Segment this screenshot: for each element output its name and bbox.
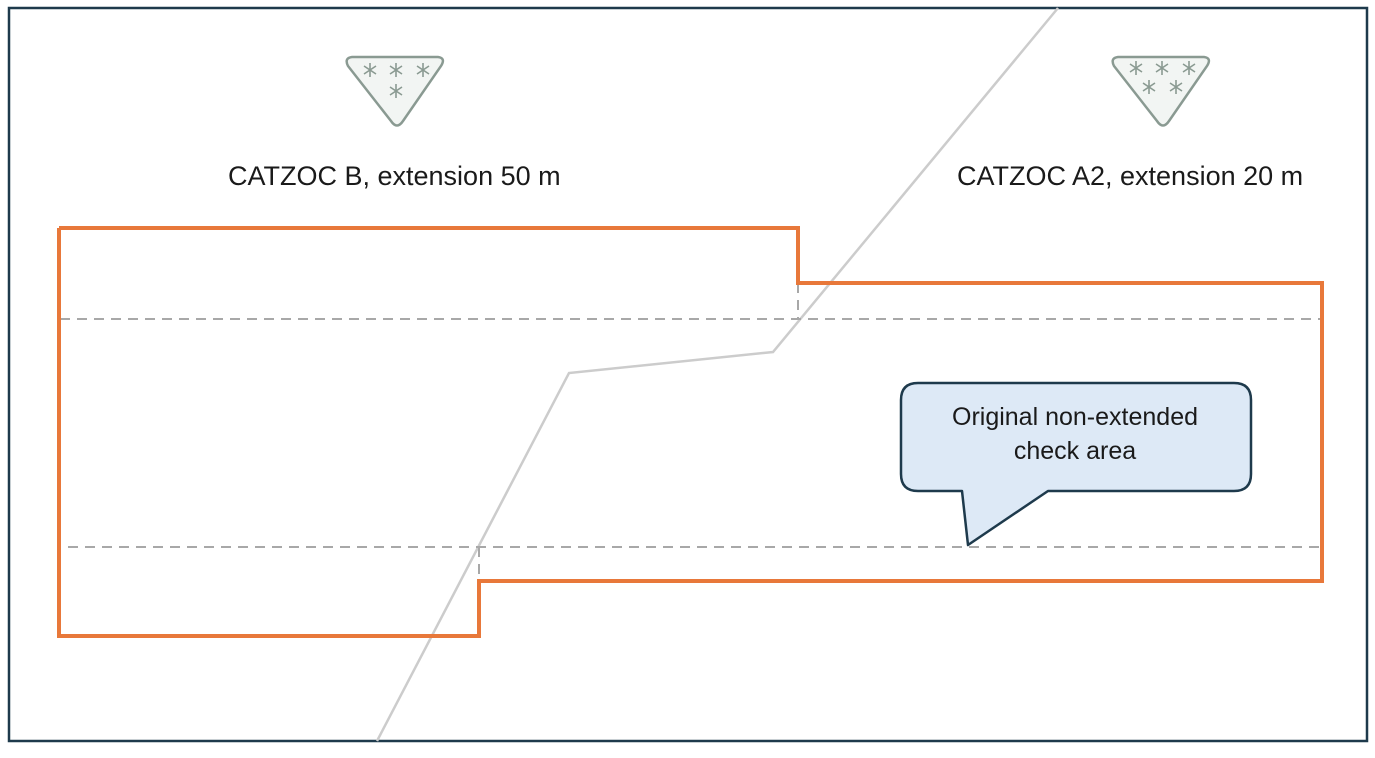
callout-bubble: [899, 381, 1253, 547]
catzoc-b-label: CATZOC B, extension 50 m: [228, 161, 561, 191]
original-check-area: [60, 283, 1322, 581]
catzoc-a2-label: CATZOC A2, extension 20 m: [957, 161, 1304, 191]
diagram-frame: [7, 6, 1369, 743]
callout-text: Original non-extended check area: [910, 400, 1240, 468]
callout-line-2: check area: [1013, 437, 1137, 465]
extended-check-area: [57, 226, 1324, 638]
catzoc-b-triangle-icon: [345, 55, 445, 127]
callout-line-1: Original non-extended: [952, 403, 1198, 431]
catzoc-a2-triangle-icon: [1111, 55, 1211, 127]
catzoc-zone-boundary: [375, 7, 1059, 742]
